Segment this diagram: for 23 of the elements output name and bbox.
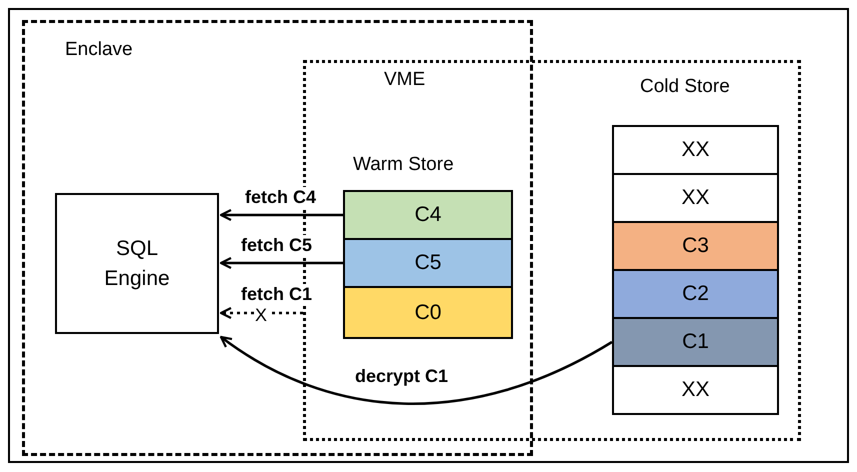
region-label: Enclave — [65, 39, 133, 61]
store-heading: Cold Store — [640, 76, 730, 98]
data-block: XX — [612, 125, 779, 175]
edge-label: fetch C4 — [244, 187, 318, 207]
data-block: C2 — [612, 269, 779, 319]
data-block: C4 — [343, 190, 513, 240]
enclave-region — [22, 20, 533, 456]
store-heading: Warm Store — [353, 154, 454, 176]
region-label: VME — [384, 69, 426, 91]
edge-label: fetch C1 — [240, 284, 314, 304]
arrow — [220, 306, 303, 320]
data-block: C5 — [343, 238, 513, 288]
engine-box: SQL Engine — [55, 193, 219, 334]
edge-label: fetch C5 — [240, 235, 314, 255]
arrow — [220, 256, 343, 270]
arrow — [220, 336, 613, 405]
data-block: XX — [612, 365, 779, 415]
data-block: XX — [612, 173, 779, 223]
edge-label: decrypt C1 — [354, 366, 450, 386]
data-block: C0 — [343, 286, 513, 339]
arrow — [220, 208, 343, 222]
data-block: C1 — [612, 317, 779, 367]
data-block: C3 — [612, 221, 779, 271]
